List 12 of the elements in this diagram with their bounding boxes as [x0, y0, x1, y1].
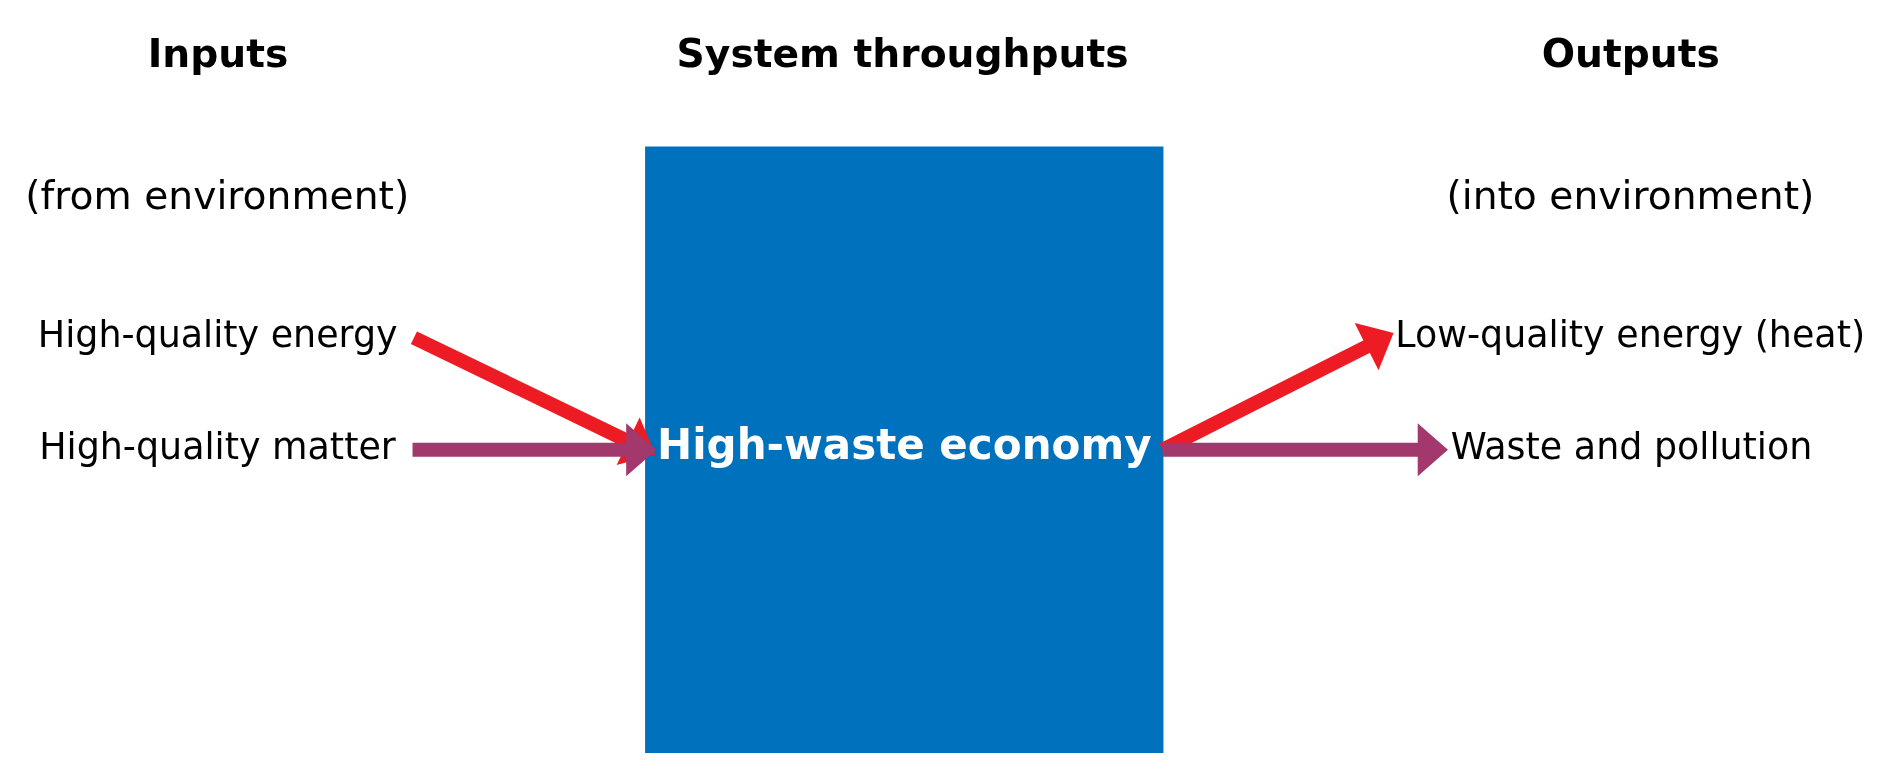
label: System throughputs	[676, 30, 1129, 76]
arrow	[1162, 422, 1448, 476]
label: Outputs	[1541, 30, 1720, 76]
arrow	[412, 422, 657, 476]
label: (from environment)	[25, 172, 410, 218]
node-text: High-quality energy	[37, 312, 398, 356]
label: Inputs	[147, 30, 289, 76]
node-text: High-quality matter	[39, 424, 396, 468]
node-text: Low-quality energy (heat)	[1395, 312, 1866, 356]
node-box: High-waste economy	[645, 146, 1164, 753]
label: (into environment)	[1446, 172, 1815, 218]
node-text: Waste and pollution	[1450, 424, 1813, 468]
